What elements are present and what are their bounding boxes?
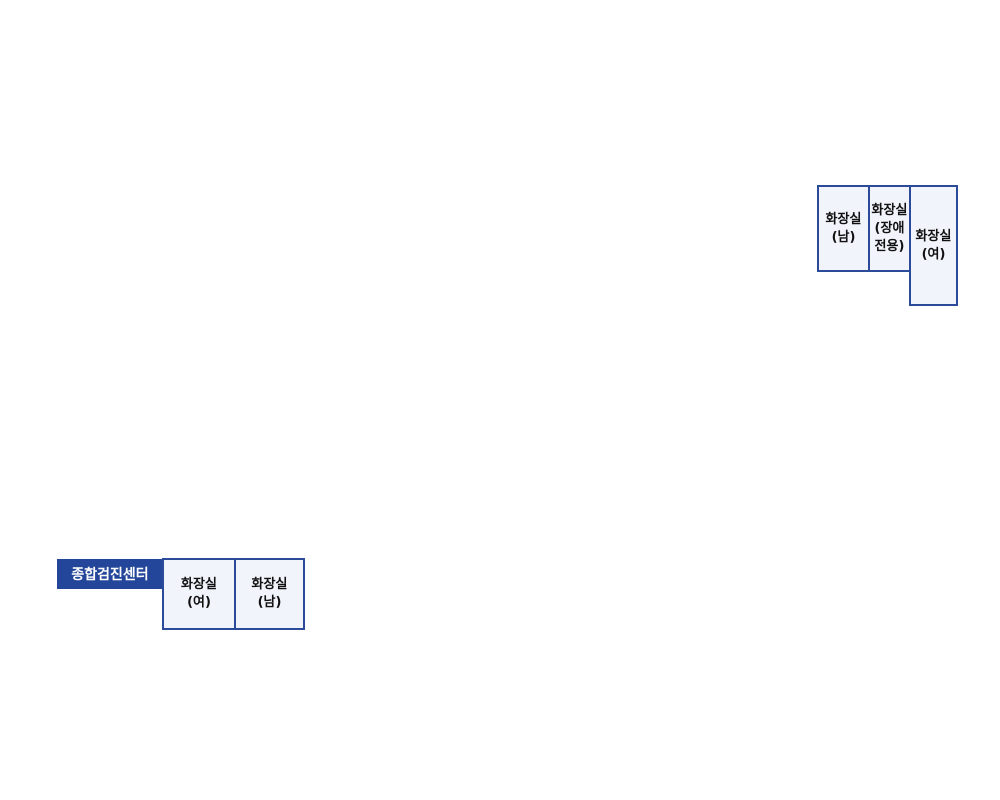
restroom-men-top[interactable]: 화장실 (남) (817, 185, 870, 272)
restroom-accessible[interactable]: 화장실 (장애 전용) (868, 185, 911, 272)
restroom-women-top[interactable]: 화장실 (여) (909, 185, 958, 306)
health-checkup-center-label: 종합검진센터 (57, 559, 163, 589)
restroom-men-bottom-label: 화장실 (남) (251, 577, 288, 610)
restroom-accessible-label: 화장실 (장애 전용) (871, 202, 908, 254)
restroom-men-label: 화장실 (남) (825, 211, 862, 245)
restroom-men-bottom[interactable]: 화장실 (남) (234, 558, 305, 630)
restroom-women-label: 화장실 (여) (915, 228, 952, 262)
restroom-women-bottom[interactable]: 화장실 (여) (162, 558, 236, 630)
restroom-women-bottom-label: 화장실 (여) (181, 577, 217, 610)
